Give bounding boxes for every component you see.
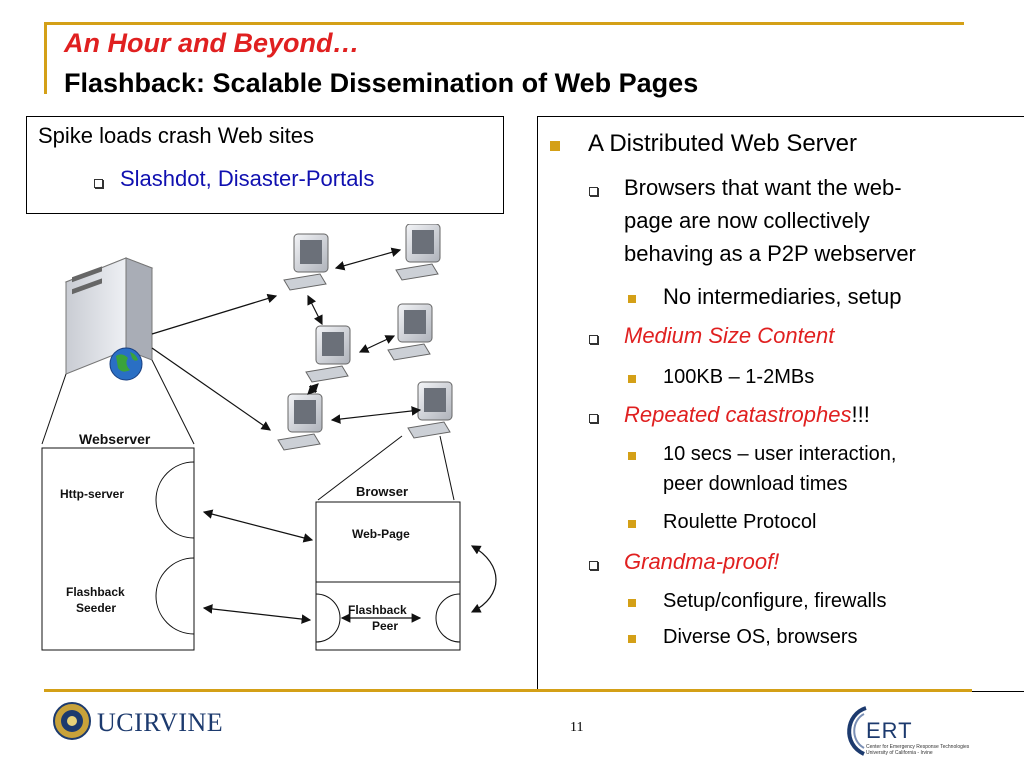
spike-heading: Spike loads crash Web sites	[38, 123, 314, 148]
slide-title: Flashback: Scalable Dissemination of Web…	[64, 68, 699, 98]
network-arrows	[151, 247, 422, 431]
bullet-grandma-proof: Grandma-proof!	[624, 549, 780, 574]
header-top-rule	[44, 22, 964, 25]
seeder-socket	[155, 557, 195, 635]
ert-subtitle: Center for Emergency Response Technologi…	[866, 744, 969, 756]
square-bullet-icon	[628, 599, 636, 607]
slide-title-italic: An Hour and Beyond…	[64, 28, 360, 58]
webserver-stack	[41, 447, 195, 651]
spike-subpoint: Slashdot, Disaster-Portals	[120, 166, 375, 191]
ert-logo: ERT	[866, 718, 913, 743]
page-number: 11	[570, 720, 584, 735]
square-bullet-icon	[628, 295, 636, 303]
square-bullet-icon	[628, 635, 636, 643]
http-server-label: Http-server	[60, 487, 124, 501]
bullet-medium-size-content: Medium Size Content	[624, 323, 835, 348]
ert-swoosh-icon	[847, 706, 867, 756]
uci-seal-icon	[53, 702, 91, 740]
bullet-diverse-os: Diverse OS, browsers	[663, 626, 858, 648]
spike-loads-box: Spike loads crash Web sites Slashdot, Di…	[26, 116, 504, 214]
repeated-catastrophes-suffix: !!!	[851, 402, 870, 427]
p2p-webserver-diagram: Webserver Http-server Flashback Seeder B…	[41, 224, 497, 651]
header-left-rule	[44, 22, 47, 94]
square-bullet-icon	[550, 141, 560, 151]
bullet-roulette-protocol: Roulette Protocol	[663, 511, 817, 533]
bullet-browsers-line1: Browsers that want the web-	[624, 175, 902, 200]
http-to-webpage-arrow	[202, 509, 314, 543]
square-bullet-icon	[628, 520, 636, 528]
ert-subtitle-line1: Center for Emergency Response Technologi…	[866, 744, 970, 750]
bullet-browsers-line3: behaving as a P2P webserver	[624, 241, 916, 266]
checkbox-bullet-icon	[589, 561, 598, 570]
computer-icon-5	[277, 393, 323, 451]
repeated-catastrophes-text: Repeated catastrophes	[624, 402, 852, 427]
browser-stack	[315, 501, 461, 651]
flashback-seeder-label-1: Flashback	[66, 585, 125, 599]
bullet-browsers-line2: page are now collectively	[624, 208, 870, 233]
flashback-seeder-label-2: Seeder	[76, 601, 116, 615]
http-server-socket	[155, 461, 195, 539]
distributed-web-server-box: A Distributed Web Server Browsers that w…	[537, 116, 1024, 692]
flashback-peer-label-1: Flashback	[348, 603, 407, 617]
computer-icon-1	[283, 233, 329, 291]
checkbox-bullet-icon	[94, 179, 103, 188]
browser-label: Browser	[356, 484, 408, 499]
checkbox-bullet-icon	[589, 187, 598, 196]
square-bullet-icon	[628, 452, 636, 460]
bullet-setup-firewalls: Setup/configure, firewalls	[663, 590, 887, 612]
bullet-10-secs-line2: peer download times	[663, 473, 848, 495]
server-icon	[64, 257, 154, 381]
square-bullet-icon	[628, 375, 636, 383]
seeder-to-peer-arrow	[202, 604, 312, 624]
uci-irvine-logo: UCIRVINE	[97, 708, 224, 737]
ert-subtitle-line2: University of California - Irvine	[866, 750, 933, 756]
bullet-main: A Distributed Web Server	[588, 130, 858, 157]
computer-icon-3	[305, 325, 351, 383]
computer-icon-4	[387, 303, 433, 361]
footer-rule	[44, 689, 972, 692]
computer-icon-6	[407, 381, 453, 439]
bullet-10-secs-line1: 10 secs – user interaction,	[663, 443, 897, 465]
bullet-no-intermediaries: No intermediaries, setup	[663, 284, 902, 309]
flashback-peer-label-2: Peer	[372, 619, 398, 633]
webserver-label: Webserver	[79, 431, 151, 447]
checkbox-bullet-icon	[589, 335, 598, 344]
checkbox-bullet-icon	[589, 414, 598, 423]
webpage-peer-loop-arrow	[470, 545, 497, 613]
computer-icon-2	[395, 224, 441, 281]
web-page-label: Web-Page	[352, 527, 410, 541]
bullet-repeated-catastrophes: Repeated catastrophes!!!	[624, 402, 870, 428]
bullet-size-range: 100KB – 1-2MBs	[663, 366, 815, 388]
